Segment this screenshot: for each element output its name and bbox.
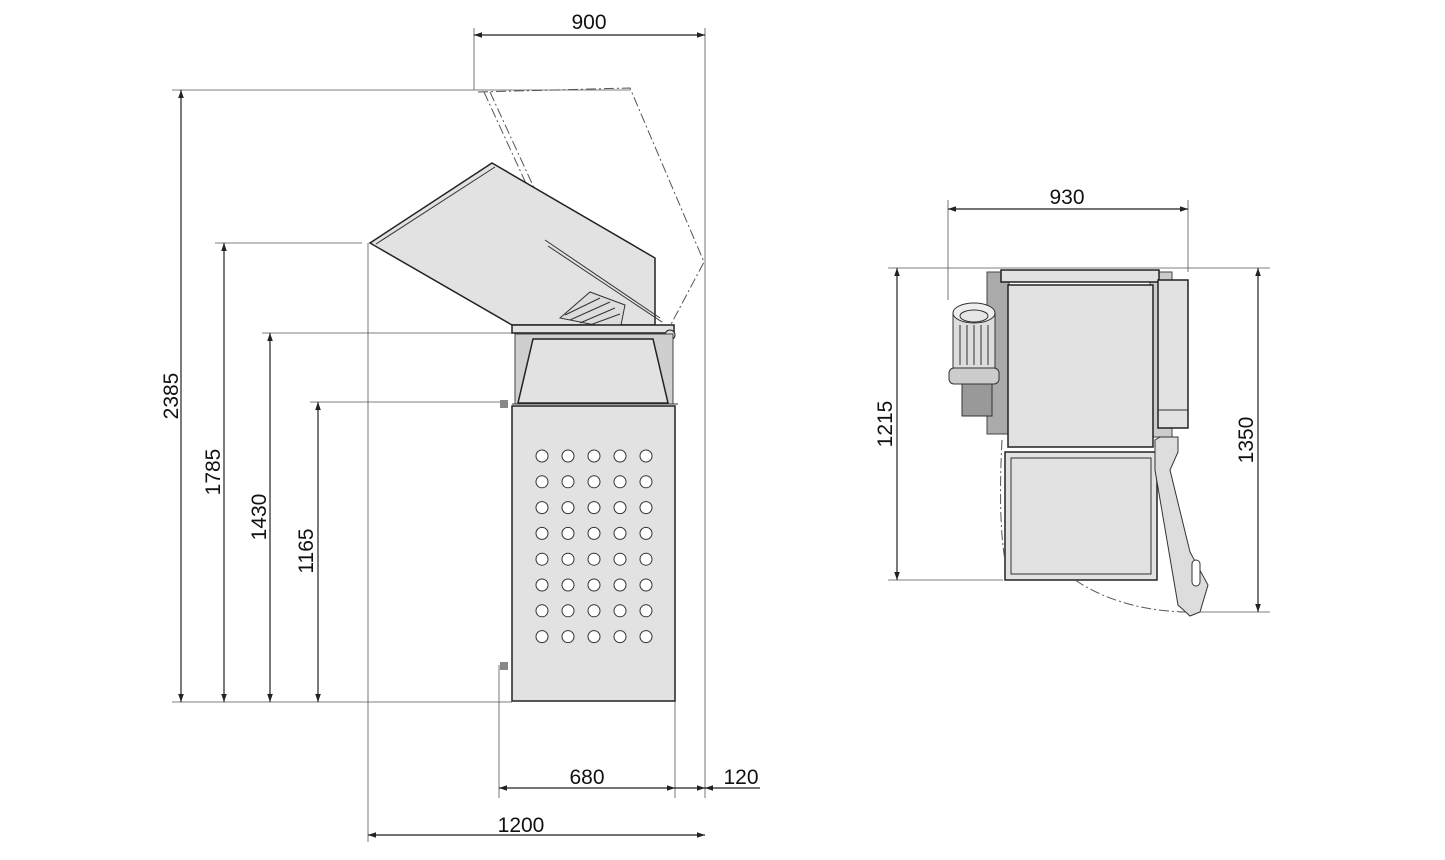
ventilation-hole bbox=[639, 526, 653, 540]
dim-label-body-height: 1165 bbox=[295, 528, 318, 573]
dim-label-hopper-top-height: 1785 bbox=[202, 449, 225, 496]
ventilation-hole bbox=[535, 501, 549, 515]
side-view: 900 2385 1785 1430 1165 680 120 1200 bbox=[160, 11, 760, 842]
ventilation-hole bbox=[535, 526, 549, 540]
ventilation-hole bbox=[587, 552, 601, 566]
ventilation-hole bbox=[561, 552, 575, 566]
dim-label-total-height: 2385 bbox=[160, 373, 183, 420]
motor bbox=[948, 302, 1000, 417]
ventilation-hole bbox=[587, 578, 601, 592]
dim-label-hopper-open-width: 900 bbox=[571, 11, 606, 34]
hopper bbox=[368, 162, 656, 326]
side-box bbox=[1157, 279, 1189, 429]
ventilation-hole bbox=[561, 526, 575, 540]
ventilation-hole bbox=[613, 552, 627, 566]
ventilation-hole bbox=[639, 552, 653, 566]
latch-bottom bbox=[500, 662, 508, 670]
ventilation-hole bbox=[535, 449, 549, 463]
ventilation-hole bbox=[613, 604, 627, 618]
ventilation-hole bbox=[561, 475, 575, 489]
ventilation-hole bbox=[639, 449, 653, 463]
top-frame bbox=[1000, 269, 1160, 283]
dim-label-body-depth: 680 bbox=[569, 766, 604, 789]
latch-top bbox=[500, 400, 508, 408]
shredder-drum bbox=[558, 291, 626, 331]
ventilation-hole bbox=[613, 501, 627, 515]
ventilation-holes bbox=[535, 449, 653, 644]
ventilation-hole bbox=[639, 630, 653, 644]
ventilation-hole bbox=[587, 604, 601, 618]
ventilation-hole bbox=[639, 604, 653, 618]
ventilation-hole bbox=[535, 578, 549, 592]
ventilation-hole bbox=[587, 526, 601, 540]
ventilation-hole bbox=[639, 578, 653, 592]
ventilation-hole bbox=[535, 552, 549, 566]
ventilation-hole bbox=[535, 475, 549, 489]
dim-label-height: 1215 bbox=[874, 401, 897, 448]
ventilation-hole bbox=[587, 475, 601, 489]
ventilation-hole bbox=[561, 604, 575, 618]
ventilation-hole bbox=[613, 475, 627, 489]
ventilation-hole bbox=[561, 449, 575, 463]
dim-label-lid-height: 1430 bbox=[248, 494, 271, 541]
dim-label-height-with-arm: 1350 bbox=[1235, 417, 1258, 464]
ventilation-hole bbox=[535, 630, 549, 644]
ventilation-hole bbox=[587, 630, 601, 644]
ventilation-hole bbox=[561, 578, 575, 592]
dim-label-total-depth: 1200 bbox=[498, 814, 545, 837]
ventilation-hole bbox=[613, 578, 627, 592]
dim-label-overhang: 120 bbox=[723, 766, 758, 789]
upper-housing bbox=[1007, 284, 1154, 448]
lower-bin bbox=[1004, 451, 1158, 581]
front-view: 930 1215 1350 bbox=[874, 186, 1270, 617]
dim-label-width: 930 bbox=[1049, 186, 1084, 209]
ventilation-hole bbox=[613, 449, 627, 463]
ventilation-hole bbox=[561, 630, 575, 644]
extension-lines bbox=[172, 28, 706, 842]
cone bbox=[517, 338, 669, 404]
ventilation-hole bbox=[587, 449, 601, 463]
lid-plate bbox=[511, 324, 675, 334]
ventilation-hole bbox=[587, 501, 601, 515]
ventilation-hole bbox=[561, 501, 575, 515]
ventilation-hole bbox=[535, 604, 549, 618]
ventilation-hole bbox=[639, 501, 653, 515]
ventilation-hole bbox=[639, 475, 653, 489]
lever-arm bbox=[1154, 436, 1209, 617]
ventilation-hole bbox=[613, 526, 627, 540]
ventilation-hole bbox=[613, 630, 627, 644]
